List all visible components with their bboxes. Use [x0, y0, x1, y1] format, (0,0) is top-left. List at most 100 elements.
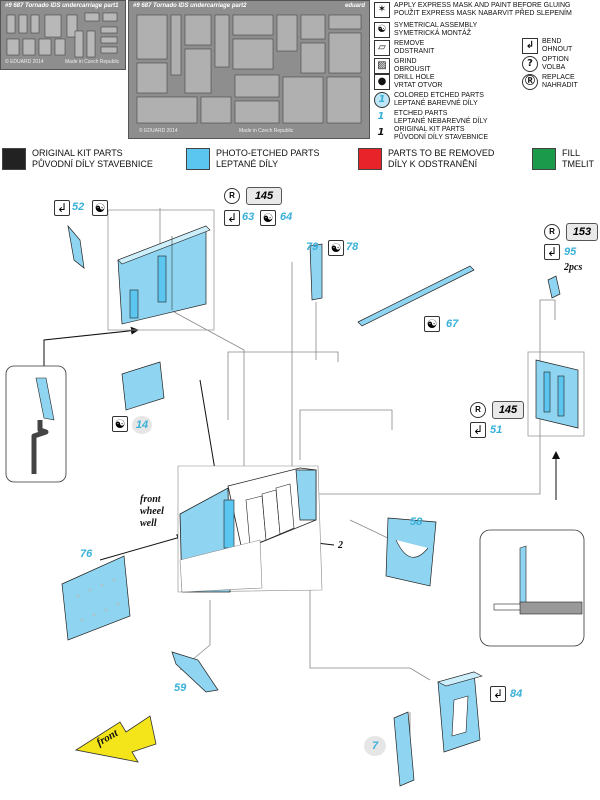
- fret-part1-made-in: Made in Czech Republic: [65, 59, 120, 65]
- replace-icon: R: [544, 224, 560, 240]
- kit-part-icon: 1: [374, 126, 388, 140]
- legend-replace-en: REPLACE: [542, 74, 575, 81]
- kit-part-ref-145-right: 145: [492, 401, 524, 419]
- part-7: [393, 711, 415, 787]
- replace-icon: R: [470, 402, 486, 418]
- symmetry-icon: ☯: [424, 316, 440, 332]
- swatch-kit: [2, 148, 26, 170]
- etched-part-icon: 1: [374, 110, 388, 124]
- legend-remove-cz: ODSTRANIT: [394, 48, 435, 55]
- key-etched-en: PHOTO-ETCHED PARTS: [216, 148, 320, 158]
- legend-kit-parts-en: ORIGINAL KIT PARTS: [394, 126, 465, 133]
- part-67: [357, 265, 475, 327]
- option-icon: ?: [522, 56, 538, 72]
- quantity-label: 2pcs: [564, 262, 583, 273]
- part-number-14: 14: [132, 416, 152, 434]
- part-59: [171, 651, 219, 693]
- inset-right: [479, 529, 585, 647]
- symmetry-icon: ☯: [374, 22, 390, 38]
- drill-icon: ●: [374, 74, 390, 90]
- swatch-etched: [186, 148, 210, 170]
- legend-symmetry-en: SYMETRICAL ASSEMBLY: [394, 22, 478, 29]
- part-63-panel: [117, 225, 211, 325]
- detail-frame-95: [527, 351, 585, 437]
- detail-frame-52-63: [107, 209, 215, 331]
- bend-icon: ↲: [544, 244, 560, 260]
- key-fill-en: FILL: [562, 148, 581, 158]
- legend-express-mask-en: APPLY EXPRESS MASK AND PAINT BEFORE GLUI…: [394, 2, 571, 9]
- legend-kit-parts-cz: PŮVODNÍ DÍLY STAVEBNICE: [394, 134, 489, 141]
- fret-part2-copyright: © EDUARD 2014: [139, 128, 178, 134]
- star-icon: ✶: [374, 2, 390, 18]
- key-remove-cz: DÍLY K ODSTRANĚNÍ: [388, 159, 478, 169]
- fret-part1-parts: [6, 12, 118, 58]
- bend-icon: ↲: [490, 686, 506, 702]
- front-wheel-well-label: front wheel well: [140, 494, 164, 530]
- part-number-78: 78: [346, 241, 359, 253]
- legend-drill-en: DRILL HOLE: [394, 74, 435, 81]
- legend-remove-en: REMOVE: [394, 40, 425, 47]
- etched-fret-part2: #9 687 Tornado IDS undercarriage part2 e…: [128, 0, 370, 139]
- symmetry-icon: ☯: [328, 240, 344, 256]
- kit-part-ref-145-top: 145: [246, 187, 282, 205]
- legend-grind-en: GRIND: [394, 58, 417, 65]
- fret-part2-brand: eduard: [344, 3, 365, 9]
- legend-etched-parts-cz: LEPTANÉ NEBAREVNÉ DÍLY: [394, 118, 488, 125]
- symmetry-icon: ☯: [92, 200, 108, 216]
- fret-part2-parts: [136, 14, 362, 124]
- symmetry-icon: ☯: [260, 210, 276, 226]
- legend-etched-parts-en: ETCHED PARTS: [394, 110, 448, 117]
- legend-colored-parts-en: COLORED ETCHED PARTS: [394, 92, 484, 99]
- fret-part1-title: #9 687 Tornado IDS undercarriage part1: [5, 3, 119, 9]
- etched-fret-part1: #9 687 Tornado IDS undercarriage part1 ©…: [0, 0, 126, 70]
- grind-icon: ▨: [374, 58, 390, 74]
- key-etched-cz: LEPTANÉ DÍLY: [216, 159, 279, 169]
- key-fill-cz: TMELIT: [562, 159, 595, 169]
- kit-part-ref-153: 153: [566, 223, 598, 241]
- front-arrow: [74, 715, 157, 763]
- part-number-76: 76: [80, 548, 93, 560]
- part-number-67: 67: [446, 318, 459, 330]
- replace-icon: Ⓡ: [522, 74, 538, 90]
- legend-symmetry-cz: SYMETRICKÁ MONTÁŽ: [394, 30, 472, 37]
- legend-option-en: OPTION: [542, 56, 569, 63]
- legend-colored-parts-cz: LEPTANÉ BAREVNÉ DÍLY: [394, 100, 478, 107]
- bend-icon: ↲: [470, 422, 486, 438]
- kit-part-number-2: 2: [338, 540, 343, 551]
- part-52: [67, 224, 85, 269]
- swatch-remove: [358, 148, 382, 170]
- part-number-95: 95: [564, 246, 577, 258]
- legend-option-cz: VOLBA: [542, 64, 566, 71]
- legend-replace-cz: NAHRADIT: [542, 82, 578, 89]
- wheel-well-assembly: [177, 465, 323, 593]
- swatch-fill: [532, 148, 556, 170]
- symbol-legend: ✶ APPLY EXPRESS MASK AND PAINT BEFORE GL…: [372, 0, 600, 141]
- bend-icon: ↲: [522, 38, 538, 54]
- key-kit-cz: PŮVODNÍ DÍLY STAVEBNICE: [32, 159, 153, 169]
- legend-bend-en: BEND: [542, 38, 562, 45]
- fret-part2-title: #9 687 Tornado IDS undercarriage part2: [133, 3, 247, 9]
- part-79: [309, 243, 323, 301]
- fret-part1-copyright: © EDUARD 2014: [5, 59, 44, 65]
- key-kit-en: ORIGINAL KIT PARTS: [32, 148, 123, 158]
- fret-part2-made-in: Made in Czech Republic: [239, 128, 294, 134]
- part-number-64: 64: [280, 211, 293, 223]
- part-number-63: 63: [242, 211, 255, 223]
- legend-drill-cz: VRTAT OTVOR: [394, 82, 443, 89]
- colored-part-icon: 1: [374, 92, 390, 108]
- bend-icon: ↲: [54, 200, 70, 216]
- part-14: [121, 361, 165, 411]
- legend-grind-cz: OBROUSIT: [394, 66, 431, 73]
- part-number-79: 79: [306, 241, 319, 253]
- label-front: front: [140, 494, 161, 505]
- legend-bend-cz: OHNOUT: [542, 46, 573, 53]
- part-84: [437, 671, 483, 753]
- inset-left: [5, 365, 67, 483]
- label-wheel: wheel: [140, 506, 164, 517]
- symmetry-icon: ☯: [112, 416, 128, 432]
- part-76: [61, 555, 131, 641]
